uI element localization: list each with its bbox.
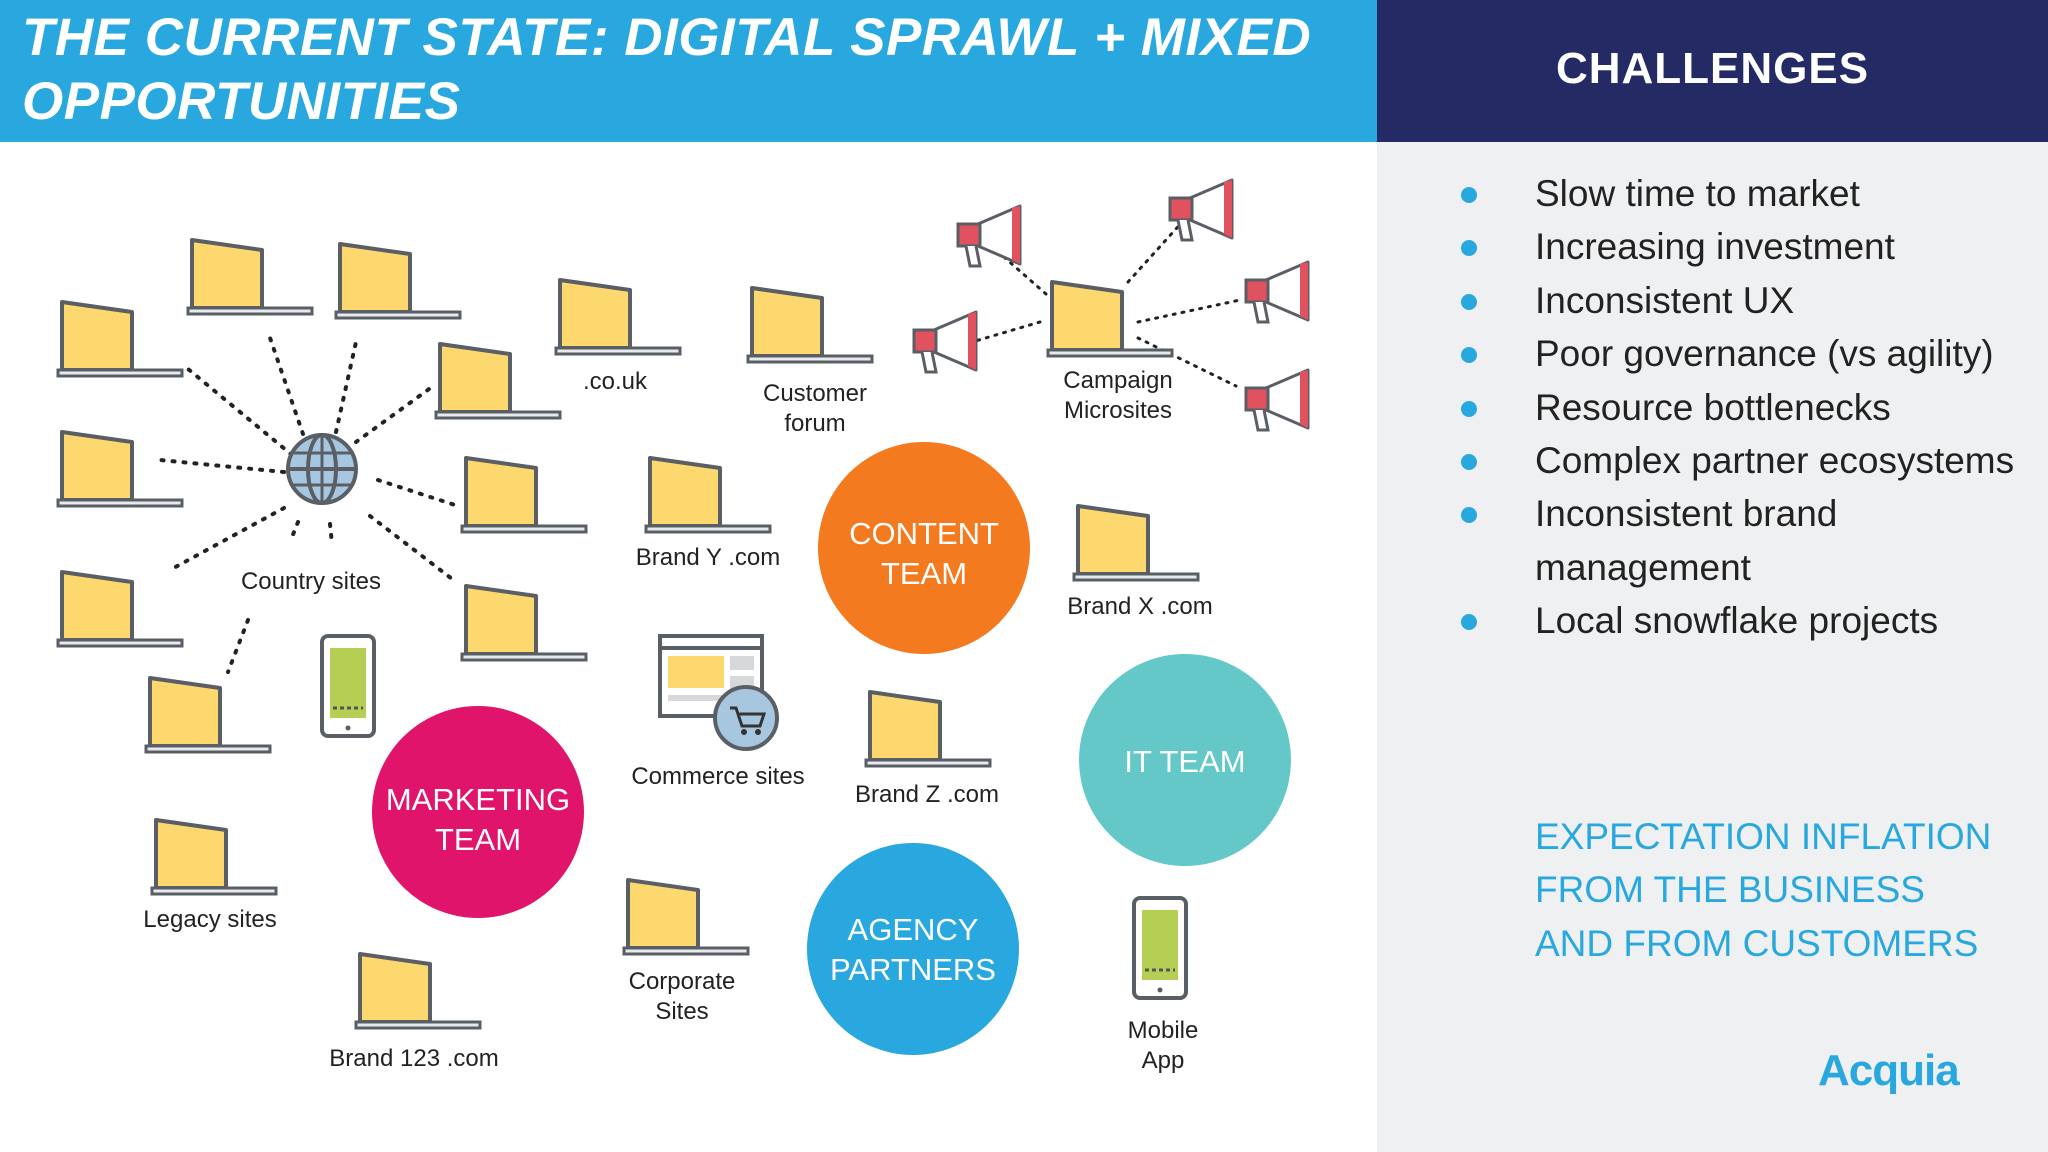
challenges-title: CHALLENGES bbox=[1555, 44, 1870, 93]
laptop-icon bbox=[434, 342, 562, 420]
challenge-text: Local snowflake projects bbox=[1535, 600, 1939, 642]
marketing-team-label: MARKETING bbox=[386, 782, 570, 817]
challenge-text: Complex partner ecosystems bbox=[1535, 440, 2015, 482]
expectation-line: FROM THE BUSINESS bbox=[1535, 869, 1925, 911]
marketing-team-node: MARKETING TEAM bbox=[372, 706, 584, 918]
challenge-item: Poor governance (vs agility) bbox=[1461, 327, 2035, 380]
bullet-icon bbox=[1461, 240, 1477, 257]
expectation-line: EXPECTATION INFLATION bbox=[1535, 816, 1992, 857]
laptop-icon bbox=[150, 818, 278, 896]
campaign-microsites-label: Campaign bbox=[1063, 367, 1172, 394]
challenge-item: Slow time to market bbox=[1461, 167, 2035, 220]
bullet-icon bbox=[1461, 400, 1477, 417]
challenges-header: CHALLENGES bbox=[1377, 0, 2048, 142]
brand-y-label: Brand Y .com bbox=[636, 544, 781, 571]
laptop-icon bbox=[56, 430, 184, 508]
mobile-app-label: Mobile bbox=[1128, 1017, 1199, 1044]
acquia-logo: Acquia bbox=[1818, 1046, 1960, 1095]
customer-forum-label: Customer bbox=[763, 380, 867, 407]
challenge-text: Increasing investment bbox=[1535, 226, 1895, 268]
marketing-team-label: TEAM bbox=[435, 822, 521, 857]
commerce-sites-label: Commerce sites bbox=[631, 763, 804, 790]
brand-x-label: Brand X .com bbox=[1067, 593, 1212, 620]
challenge-item: Increasing investment bbox=[1461, 220, 2035, 273]
content-team-label: TEAM bbox=[881, 556, 967, 591]
corporate-sites-label: Sites bbox=[655, 998, 708, 1025]
it-team-label: IT TEAM bbox=[1124, 744, 1245, 779]
laptop-icon bbox=[746, 286, 874, 364]
brand-z-label: Brand Z .com bbox=[855, 781, 999, 808]
laptop-icon bbox=[460, 584, 588, 662]
laptop-icon bbox=[622, 878, 750, 956]
globe-icon bbox=[286, 433, 358, 505]
agency-partners-label: AGENCY bbox=[848, 912, 979, 947]
corporate-sites-label: Corporate bbox=[629, 968, 736, 995]
laptop-icon bbox=[56, 300, 184, 378]
challenge-item: Local snowflake projects bbox=[1461, 594, 2035, 647]
challenge-text: Inconsistent UX bbox=[1535, 279, 1795, 321]
challenge-item: Complex partner ecosystems bbox=[1461, 434, 2035, 487]
laptop-icon bbox=[1072, 504, 1200, 582]
agency-partners-node: AGENCY PARTNERS bbox=[807, 843, 1019, 1055]
legacy-sites-label: Legacy sites bbox=[143, 906, 276, 933]
slide-title-line-1: THE CURRENT STATE: DIGITAL SPRAWL + MIXE… bbox=[22, 8, 1312, 67]
megaphone-icon bbox=[1244, 260, 1310, 324]
digital-sprawl-diagram: CONTENT TEAM MARKETING TEAM IT TEAM AGEN… bbox=[56, 178, 1310, 1074]
shopping-cart-icon bbox=[713, 685, 779, 751]
country-sites-label: Country sites bbox=[241, 568, 381, 595]
challenge-text: Resource bottlenecks bbox=[1535, 386, 1891, 428]
megaphone-icon bbox=[1168, 178, 1234, 242]
laptop-icon bbox=[644, 456, 772, 534]
it-team-node: IT TEAM bbox=[1079, 654, 1291, 866]
slide-title: THE CURRENT STATE: DIGITAL SPRAWL + MIXE… bbox=[22, 6, 1362, 134]
mobile-app-label: App bbox=[1142, 1047, 1185, 1074]
agency-partners-label: PARTNERS bbox=[830, 952, 996, 987]
slide-title-line-2: OPPORTUNITIES bbox=[22, 72, 461, 131]
bullet-icon bbox=[1461, 187, 1477, 203]
title-bar: THE CURRENT STATE: DIGITAL SPRAWL + MIXE… bbox=[0, 0, 1377, 142]
laptop-icon bbox=[186, 238, 314, 316]
laptop-icon bbox=[144, 676, 272, 754]
laptop-icon bbox=[864, 690, 992, 768]
bullet-icon bbox=[1461, 614, 1477, 631]
challenge-text: Slow time to market bbox=[1535, 173, 1860, 214]
challenge-item: Resource bottlenecks bbox=[1461, 381, 2035, 434]
megaphone-icon bbox=[956, 204, 1022, 268]
customer-forum-label: forum bbox=[784, 410, 845, 437]
country-connectors bbox=[158, 330, 460, 674]
challenge-text: Inconsistent brand management bbox=[1535, 493, 1838, 588]
challenge-item: Inconsistent UX bbox=[1461, 274, 2035, 327]
co-uk-label: .co.uk bbox=[583, 368, 648, 395]
bullet-icon bbox=[1461, 293, 1477, 310]
brand-123-label: Brand 123 .com bbox=[329, 1045, 498, 1072]
challenge-text: Poor governance (vs agility) bbox=[1535, 333, 1994, 375]
expectation-line: AND FROM CUSTOMERS bbox=[1535, 922, 1979, 964]
bullet-icon bbox=[1461, 347, 1477, 364]
megaphone-icon bbox=[1244, 368, 1310, 432]
mobile-phone-icon bbox=[1132, 896, 1188, 1000]
mobile-phone-icon bbox=[320, 634, 376, 738]
content-team-label: CONTENT bbox=[849, 516, 999, 551]
challenges-panel: Slow time to market Increasing investmen… bbox=[1377, 142, 2048, 1152]
campaign-microsites-label: Microsites bbox=[1064, 397, 1172, 424]
content-team-node: CONTENT TEAM bbox=[818, 442, 1030, 654]
laptop-icon bbox=[334, 242, 462, 320]
bullet-icon bbox=[1461, 507, 1477, 524]
laptop-icon bbox=[460, 456, 588, 534]
expectation-callout: EXPECTATION INFLATION FROM THE BUSINESS … bbox=[1535, 810, 2035, 970]
laptop-icon bbox=[554, 278, 682, 356]
challenge-item: Inconsistent brand management bbox=[1461, 487, 2035, 594]
megaphone-icon bbox=[912, 310, 978, 374]
bullet-icon bbox=[1461, 454, 1477, 471]
challenge-list: Slow time to market Increasing investmen… bbox=[1461, 167, 2035, 648]
laptop-icon bbox=[354, 952, 482, 1030]
laptop-icon bbox=[56, 570, 184, 648]
